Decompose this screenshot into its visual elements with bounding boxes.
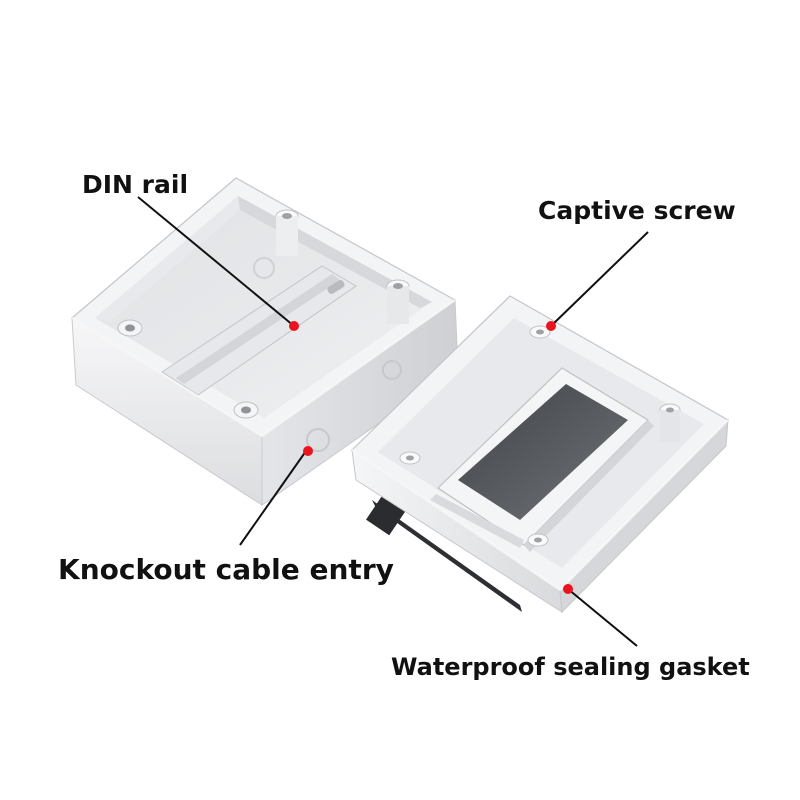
leader-lines [137, 196, 649, 647]
enclosure-base [70, 177, 459, 506]
marker-dot-captive-screw [546, 321, 556, 331]
markers [289, 321, 573, 594]
marker-dot-knockout-cable-entry [303, 446, 313, 456]
leader-line-knockout-cable-entry [239, 450, 307, 546]
marker-dot-din-rail [289, 321, 299, 331]
callout-din-rail: DIN rail [82, 170, 189, 199]
leader-line-din-rail [137, 196, 295, 327]
leader-line-waterproof-sealing-gasket [567, 588, 638, 647]
callout-captive-screw: Captive screw [538, 196, 736, 225]
callout-waterproof-sealing-gasket: Waterproof sealing gasket [391, 653, 750, 681]
marker-dot-waterproof-sealing-gasket [563, 584, 573, 594]
callout-knockout-cable-entry: Knockout cable entry [58, 553, 394, 586]
leader-line-captive-screw [550, 231, 649, 327]
enclosure-lid [351, 295, 729, 614]
